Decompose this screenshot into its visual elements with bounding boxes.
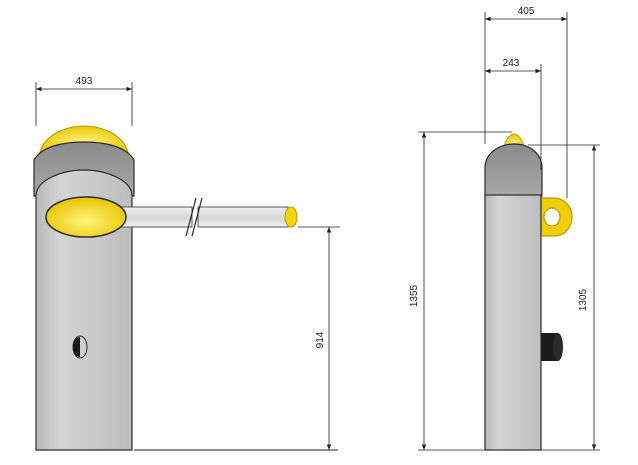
side-total-height-label: 1355 xyxy=(409,284,420,307)
arm-height-dimension: 914 xyxy=(298,226,340,450)
arm-break-line-1 xyxy=(185,197,197,237)
arm-height-label: 914 xyxy=(315,331,326,348)
side-motor-cap xyxy=(540,333,563,361)
arm-tip-cap xyxy=(284,206,298,228)
side-housing xyxy=(484,194,542,451)
side-head-depth-dimension: 243 xyxy=(485,58,542,170)
arm-beam-right xyxy=(197,206,289,228)
arm-break-line-2 xyxy=(191,197,203,237)
side-depth-dimension: 405 xyxy=(484,6,568,198)
front-view xyxy=(33,125,338,451)
key-lock-icon xyxy=(72,335,88,359)
side-total-height-dimension: 1355 xyxy=(409,131,512,451)
front-width-dimension: 493 xyxy=(35,76,133,126)
front-housing xyxy=(35,169,133,451)
side-depth-label: 405 xyxy=(518,6,535,17)
side-view xyxy=(484,133,573,451)
side-body-height-label: 1305 xyxy=(578,288,589,311)
side-head-cover xyxy=(484,143,543,197)
side-head-depth-label: 243 xyxy=(503,58,520,69)
front-arm xyxy=(111,197,298,237)
arm-hub-lamp xyxy=(45,196,127,238)
side-body-height-dimension: 1305 xyxy=(528,144,600,451)
side-arm-hub xyxy=(535,197,573,237)
front-width-label: 493 xyxy=(76,76,93,87)
